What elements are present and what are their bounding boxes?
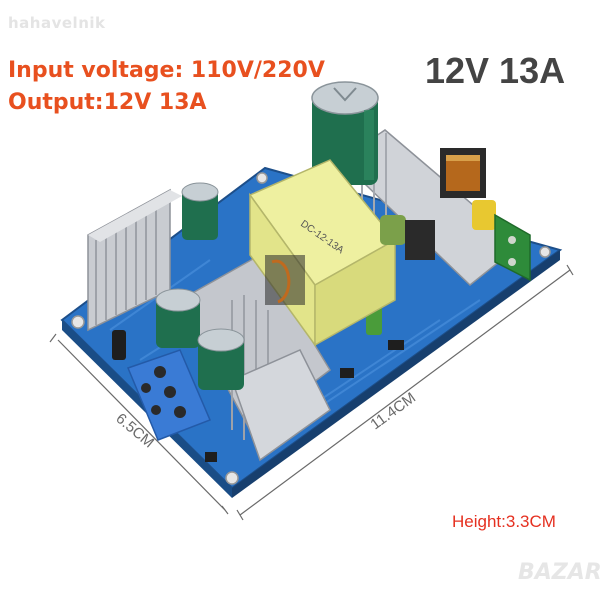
transformer — [248, 159, 397, 348]
dimension-length-line — [236, 264, 574, 521]
watermark-text: hahavelnik — [8, 14, 106, 32]
dc-output-terminal — [127, 349, 211, 441]
capacitor-small-2 — [155, 288, 201, 348]
output-spec: Output:12V 13A — [8, 90, 207, 115]
ac-input-terminal — [494, 213, 531, 282]
bazar-logo: BAZAR — [518, 560, 600, 585]
capacitor-small-1 — [181, 182, 219, 240]
inductor — [440, 148, 486, 198]
y-capacitor — [380, 215, 406, 245]
dimension-width-line — [49, 333, 229, 515]
fuse — [472, 200, 496, 230]
height-dimension-label: Height:3.3CM — [452, 512, 556, 531]
small-components — [112, 220, 435, 462]
rating-title: 12V 13A — [425, 50, 566, 91]
length-dimension-label: 11.4CM — [367, 389, 419, 433]
input-voltage-spec: Input voltage: 110V/220V — [8, 58, 325, 83]
capacitor-small-3 — [197, 328, 245, 390]
